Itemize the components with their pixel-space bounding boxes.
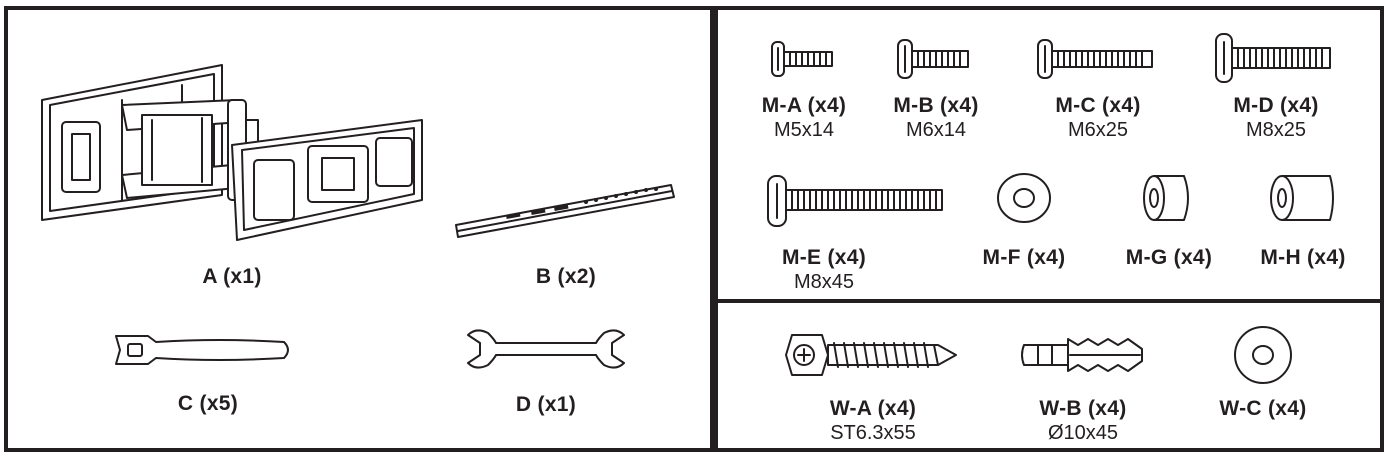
wall-w-a-label: W-A (x4) — [829, 397, 917, 420]
screw-icon — [1037, 39, 1153, 79]
mounting-bracket-icon — [455, 184, 675, 238]
spacer-m-g: M-G (x4) — [1104, 170, 1234, 269]
screw-m-a: M-A (x4) M5x14 — [744, 34, 864, 141]
screw-m-b-label: M-B (x4) — [893, 94, 979, 117]
screw-m-d-spec: M8x25 — [1245, 119, 1307, 141]
screw-m-b: M-B (x4) M6x14 — [876, 34, 996, 141]
wrench-icon — [467, 329, 625, 369]
screw-m-d-label: M-D (x4) — [1233, 94, 1319, 117]
wall-w-b-spec: Ø10x45 — [1047, 422, 1119, 444]
wall-hardware-panel: W-A (x4) ST6.3x55 W-B (x4) Ø10x45 W-C (x… — [714, 299, 1384, 452]
screw-m-e-label: M-E (x4) — [781, 246, 867, 269]
screw-m-e-spec: M8x45 — [793, 271, 855, 293]
screws-panel: M-A (x4) M5x14 M-B (x4) M6x14 M-C (x4) M… — [714, 6, 1384, 303]
screw-icon — [1215, 33, 1331, 83]
screw-icon — [897, 39, 969, 79]
screw-m-c-spec: M6x25 — [1067, 119, 1129, 141]
parts-panel: A (x1) B (x2) C (x5) D (x1) — [4, 6, 714, 452]
part-a-label: A (x1) — [202, 265, 262, 288]
washer-m-f-label: M-F (x4) — [982, 246, 1066, 269]
washer-icon — [997, 173, 1051, 223]
wall-w-a-spec: ST6.3x55 — [830, 422, 916, 444]
screw-m-a-label: M-A (x4) — [761, 94, 847, 117]
screw-m-c: M-C (x4) M6x25 — [1028, 34, 1168, 141]
part-d-label: D (x1) — [515, 393, 577, 416]
part-d: D (x1) — [446, 325, 646, 416]
part-b: B (x2) — [446, 175, 686, 288]
washer-icon — [1234, 326, 1292, 384]
spacer-icon — [1143, 175, 1189, 221]
spacer-m-h-label: M-H (x4) — [1260, 246, 1346, 269]
screw-icon — [771, 41, 833, 77]
wall-w-b: W-B (x4) Ø10x45 — [1008, 325, 1158, 444]
screw-m-a-spec: M5x14 — [773, 119, 835, 141]
part-c-label: C (x5) — [177, 392, 239, 415]
spacer-m-h: M-H (x4) — [1238, 170, 1368, 269]
wall-w-a: W-A (x4) ST6.3x55 — [778, 325, 968, 444]
screw-m-b-spec: M6x14 — [905, 119, 967, 141]
spacer-m-g-label: M-G (x4) — [1125, 246, 1213, 269]
washer-m-f: M-F (x4) — [964, 170, 1084, 269]
screw-m-c-label: M-C (x4) — [1055, 94, 1141, 117]
wall-anchor-icon — [1021, 338, 1143, 372]
wall-w-c-label: W-C (x4) — [1219, 397, 1307, 420]
wall-w-c: W-C (x4) — [1198, 325, 1328, 420]
spacer-icon — [1270, 175, 1334, 221]
wall-mount-arm-icon — [41, 64, 423, 241]
screw-icon — [767, 175, 943, 227]
screw-m-d: M-D (x4) M8x25 — [1206, 30, 1346, 141]
screw-m-e: M-E (x4) M8x45 — [754, 170, 954, 293]
part-b-label: B (x2) — [535, 265, 597, 288]
wall-w-b-label: W-B (x4) — [1039, 397, 1127, 420]
part-a: A (x1) — [32, 60, 432, 288]
part-c: C (x5) — [108, 330, 308, 415]
cable-tie-icon — [115, 335, 289, 365]
lag-bolt-icon — [785, 334, 957, 376]
